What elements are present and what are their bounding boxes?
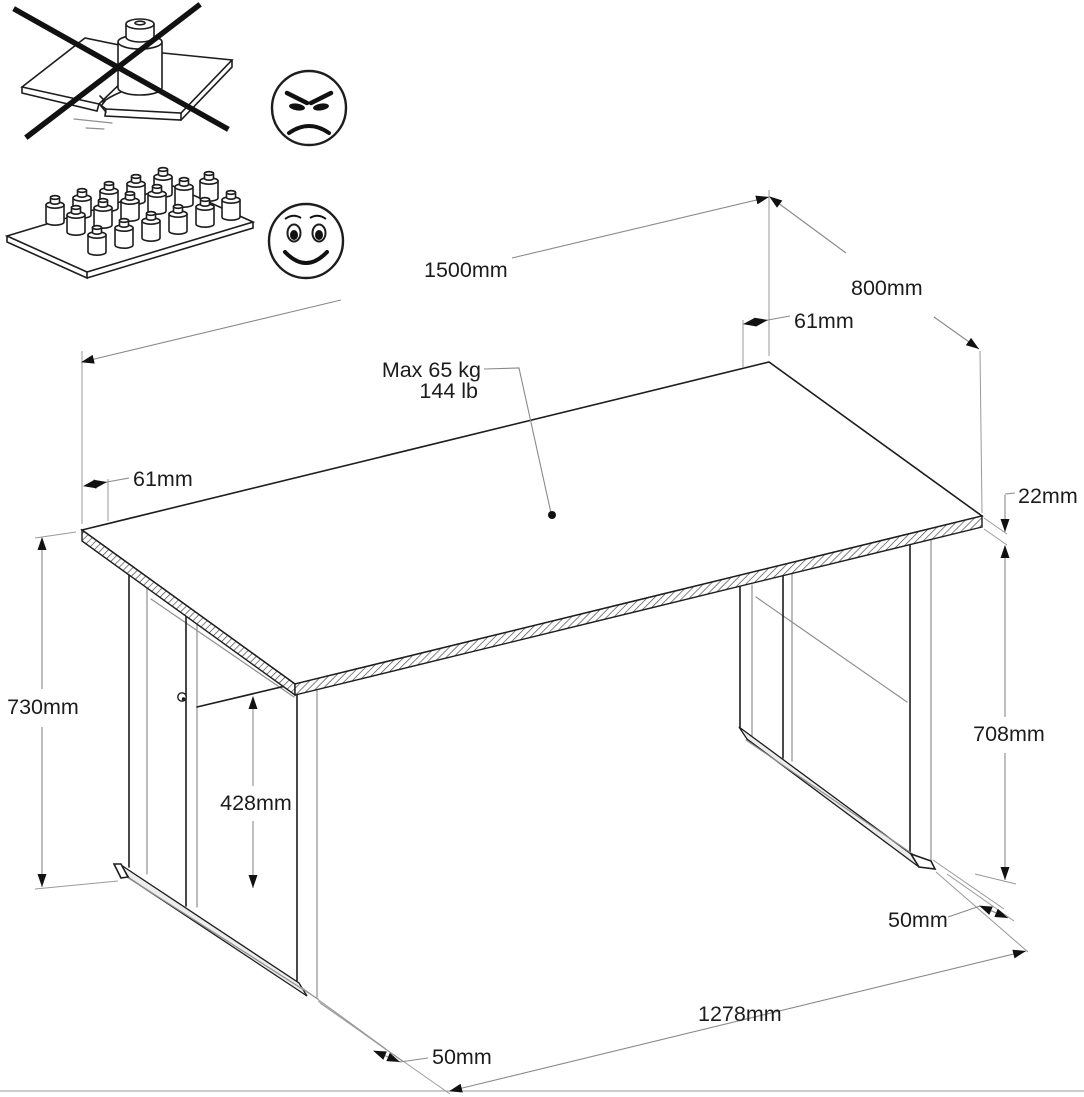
allowed-distributed-load bbox=[4, 166, 345, 280]
dim-underside-clearance: 708mm bbox=[973, 545, 1045, 880]
dim-height: 730mm bbox=[7, 537, 79, 887]
left-leg-frame bbox=[112, 574, 319, 1000]
dim-depth: 800mm bbox=[769, 196, 980, 350]
dim-label-runner-width-left: 50mm bbox=[432, 1045, 492, 1069]
tabletop-front-edge bbox=[294, 515, 983, 696]
crack bbox=[99, 95, 107, 113]
dim-label-leg-inset-left: 61mm bbox=[133, 467, 193, 491]
right-leg-frame bbox=[738, 539, 937, 870]
dim-length: 1500mm bbox=[81, 195, 770, 364]
cross-out-icon bbox=[12, 2, 230, 140]
max-load-note: Max 65 kg 144 lb bbox=[382, 358, 556, 519]
dim-leg-inset-left: 61mm bbox=[83, 467, 193, 491]
dim-label-top-thickness: 22mm bbox=[1018, 484, 1078, 508]
angry-face-icon bbox=[270, 69, 348, 147]
max-load-kg: Max 65 kg bbox=[382, 358, 481, 382]
dim-panel-floor-gap: 428mm bbox=[220, 696, 292, 888]
dim-label-runner-outer-span: 1278mm bbox=[698, 1002, 782, 1026]
dim-label-panel-floor-gap: 428mm bbox=[220, 791, 292, 815]
dim-leg-inset-right: 61mm bbox=[743, 309, 854, 333]
dim-label-height: 730mm bbox=[7, 695, 79, 719]
cam-lock-icon bbox=[177, 692, 187, 702]
heavy-weight-icon bbox=[117, 18, 163, 96]
dim-runner-outer-span: 1278mm bbox=[449, 949, 1027, 1093]
dim-label-runner-width-right: 50mm bbox=[888, 908, 948, 932]
max-load-lb: 144 lb bbox=[419, 379, 478, 403]
dim-top-thickness: 22mm bbox=[1000, 484, 1078, 532]
left-runner bbox=[120, 864, 308, 997]
dim-label-length: 1500mm bbox=[424, 258, 508, 282]
desk-drawing bbox=[80, 361, 984, 1000]
happy-face-icon bbox=[267, 202, 345, 280]
warning-concentrated-load bbox=[12, 2, 348, 147]
dim-label-underside-clearance: 708mm bbox=[973, 722, 1045, 746]
dim-runner-width-right: 50mm bbox=[888, 905, 1009, 932]
tabletop bbox=[80, 361, 984, 697]
dim-label-depth: 800mm bbox=[851, 276, 923, 300]
dim-label-leg-inset-right: 61mm bbox=[794, 309, 854, 333]
dim-runner-width-left: 50mm bbox=[373, 1045, 492, 1069]
dimensions: 1500mm 800mm 61mm 61mm Max 65 kg 144 lb bbox=[0, 190, 1084, 1095]
